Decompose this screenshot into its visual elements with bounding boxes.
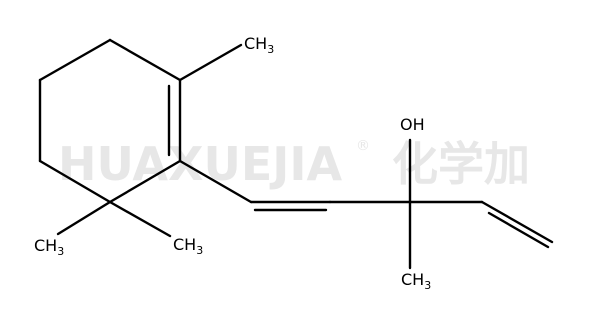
bond-vinyl-outer [480, 200, 554, 244]
bond-ring-3 [108, 159, 182, 204]
bond-methyl-left [56, 200, 112, 236]
watermark-chinese: 化学加 [392, 137, 530, 191]
substituent-bonds [56, 43, 243, 238]
label-hydroxyl: OH [400, 115, 425, 134]
label-ch3-left: CH3 [34, 236, 64, 258]
bond-ring-4 [38, 159, 112, 204]
label-ch3-top: CH3 [244, 34, 274, 56]
bond-methyl-right [108, 200, 172, 238]
side-chain [178, 138, 554, 270]
bond-methyl-top [178, 43, 243, 82]
bond-ring-1 [108, 38, 182, 82]
bond-chain-1 [178, 159, 253, 204]
watermark: HUAXUEJIA ® 化学加 [58, 137, 530, 191]
label-ch3-right: CH3 [173, 235, 203, 257]
bond-vinyl-inner [487, 211, 550, 249]
watermark-registered: ® [356, 138, 370, 154]
cyclohexene-ring [38, 38, 182, 204]
label-ch3-bottom: CH3 [401, 270, 431, 292]
bond-ring-6 [38, 38, 112, 82]
watermark-brand: HUAXUEJIA [58, 137, 343, 191]
